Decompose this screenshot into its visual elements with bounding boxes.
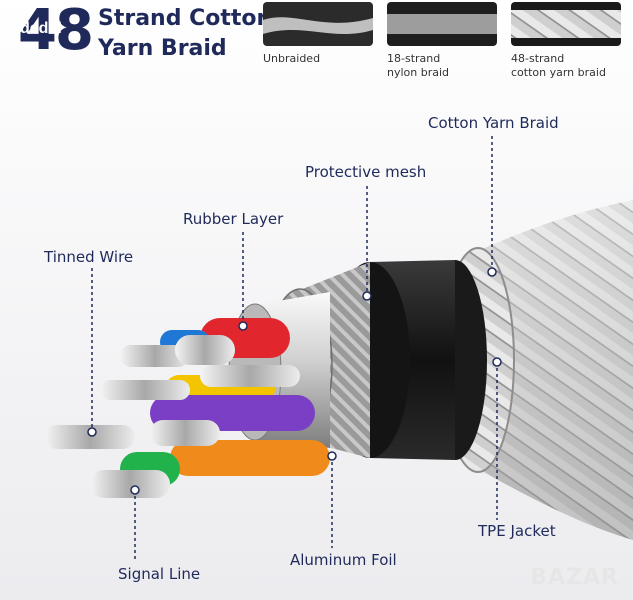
callout-aluminum-foil: Aluminum Foil	[290, 551, 397, 569]
title-line-2: Yarn Braid	[98, 36, 227, 61]
cotton-braid-photo	[511, 2, 621, 46]
brand-watermark: BAZAR	[530, 565, 619, 590]
callout-rubber-layer: Rubber Layer	[183, 210, 284, 228]
callout-tinned-wire: Tinned Wire	[44, 248, 134, 266]
callout-signal-line: Signal Line	[118, 565, 201, 583]
callout-cotton-yarn-braid: Cotton Yarn Braid	[428, 114, 559, 132]
page-title: Strand Cotton Yarn Braid	[98, 4, 272, 64]
cotton-braid-thumbnail	[511, 2, 621, 46]
unbraided-thumbnail	[263, 2, 373, 46]
callout-tpe-jacket: TPE Jacket	[478, 522, 556, 540]
nylon-braid-caption: 18-strand nylon braid	[387, 52, 450, 79]
unbraided-photo	[263, 2, 373, 46]
nylon-braid-photo	[387, 2, 497, 46]
title-line-1: Strand Cotton	[98, 6, 273, 31]
callout-protective-mesh: Protective mesh	[305, 163, 427, 181]
nylon-braid-thumbnail	[387, 2, 497, 46]
cotton-braid-caption: 48-strand cotton yarn braid	[511, 52, 606, 79]
watermark-text: dedal	[20, 20, 62, 37]
strand-count-number: 48	[18, 0, 94, 63]
unbraided-caption: Unbraided	[263, 52, 321, 65]
